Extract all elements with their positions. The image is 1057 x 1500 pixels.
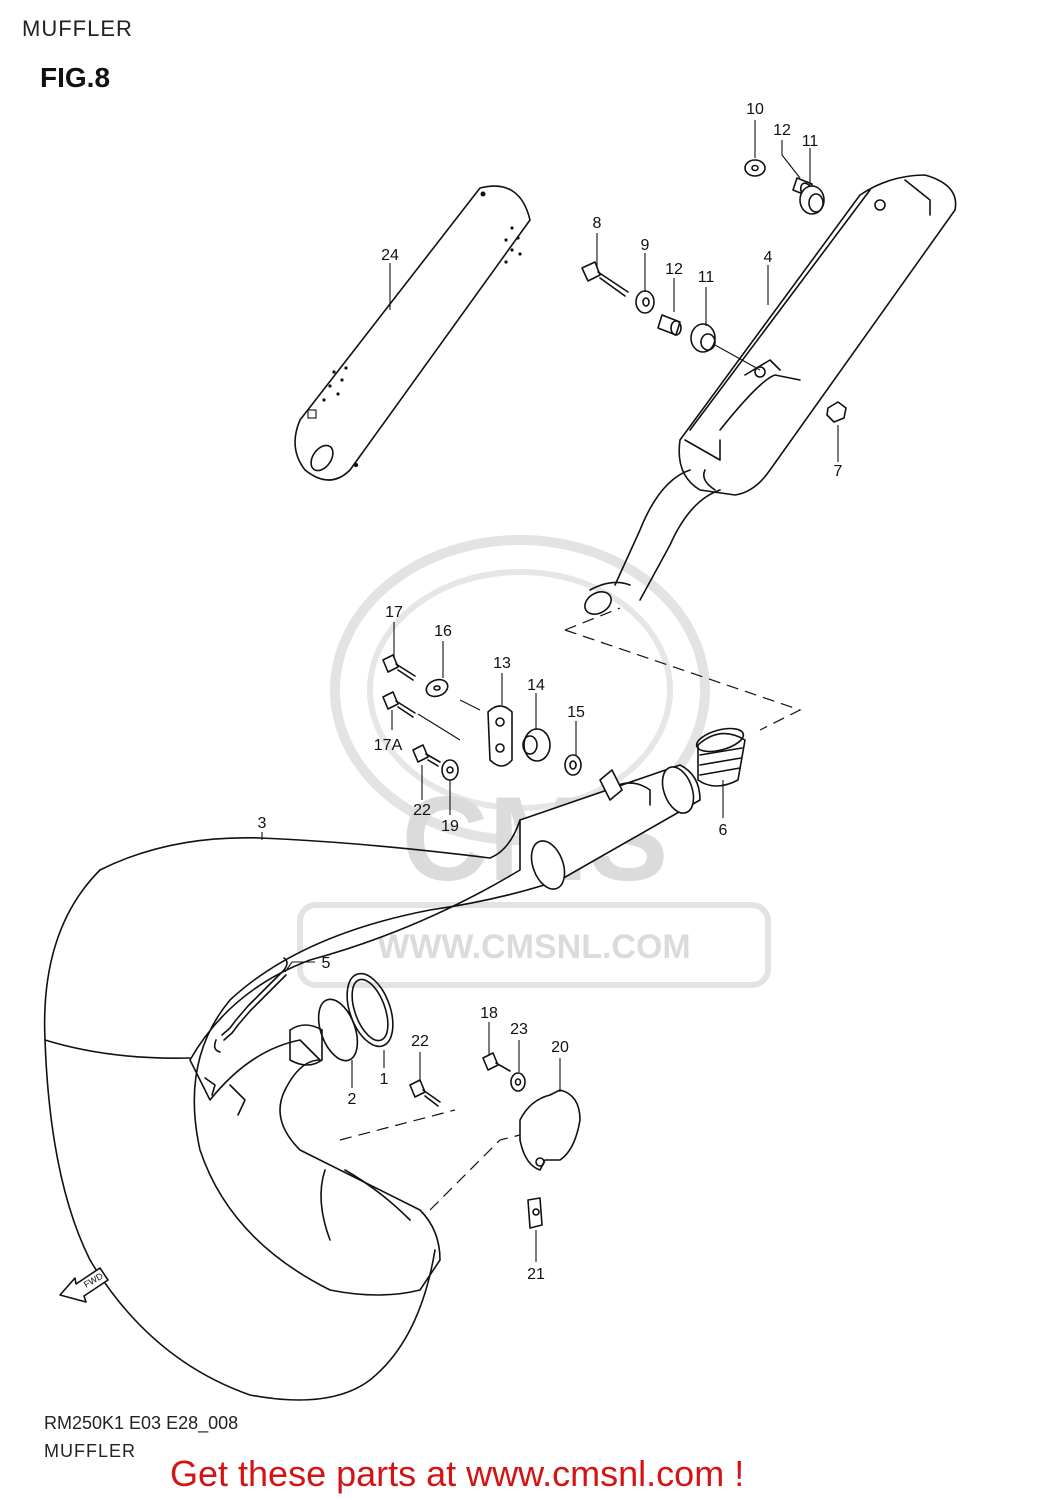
watermark-url: WWW.CMSNL.COM — [377, 928, 691, 966]
callout-12-lower: 12 — [665, 261, 683, 278]
callout-17a: 17A — [374, 737, 403, 754]
callout-21: 21 — [527, 1266, 545, 1283]
callout-3: 3 — [258, 815, 267, 832]
callout-20: 20 — [551, 1039, 569, 1056]
callout-14: 14 — [527, 677, 545, 694]
lower-bracket-hardware — [409, 1052, 581, 1229]
section-title: MUFFLER — [22, 16, 133, 41]
callout-12-upper: 12 — [773, 122, 791, 139]
callout-19: 19 — [441, 818, 459, 835]
forward-arrow-icon: FWD — [59, 1267, 109, 1303]
footer-section-title: MUFFLER — [44, 1441, 136, 1461]
mid-mount-hardware — [382, 654, 582, 781]
callout-numbers: 10 12 11 8 9 12 11 4 24 7 17 16 13 14 15… — [258, 101, 843, 1283]
callout-10: 10 — [746, 101, 764, 118]
callout-leaders — [261, 120, 839, 1262]
callout-9: 9 — [641, 237, 650, 254]
diagram-code: RM250K1 E03 E28_008 — [44, 1413, 239, 1433]
joint-sleeve — [695, 727, 746, 787]
callout-13: 13 — [493, 655, 511, 672]
callout-11-upper: 11 — [802, 133, 819, 150]
callout-5: 5 — [322, 955, 331, 972]
callout-4: 4 — [764, 249, 773, 266]
gaskets — [289, 972, 394, 1066]
callout-1: 1 — [380, 1071, 389, 1088]
callout-18: 18 — [480, 1005, 498, 1022]
heat-guard — [294, 185, 531, 481]
callout-11-lower: 11 — [698, 269, 715, 286]
callout-8: 8 — [593, 215, 602, 232]
expansion-chamber — [43, 764, 701, 1401]
dashed-leaders — [339, 607, 802, 1211]
callout-22-lower: 22 — [411, 1033, 429, 1050]
callout-23: 23 — [510, 1021, 528, 1038]
callout-7: 7 — [834, 463, 843, 480]
silencer — [584, 174, 957, 615]
callout-24: 24 — [381, 247, 399, 264]
callout-15: 15 — [567, 704, 585, 721]
callout-17: 17 — [385, 604, 403, 621]
callout-6: 6 — [719, 822, 728, 839]
cta-link[interactable]: Get these parts at www.cmsnl.com ! — [170, 1453, 745, 1494]
upper-mount-hardware — [581, 159, 847, 423]
figure-number: FIG.8 — [40, 62, 111, 93]
callout-2: 2 — [348, 1091, 357, 1108]
callout-22-upper: 22 — [413, 802, 431, 819]
callout-16: 16 — [434, 623, 452, 640]
spring — [204, 957, 288, 1116]
